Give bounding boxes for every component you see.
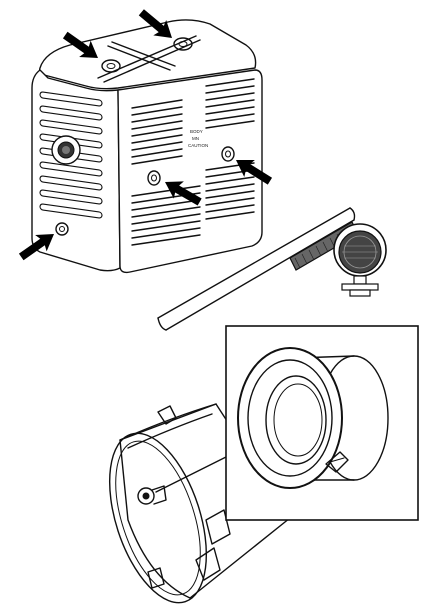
arrow-icon [18, 234, 54, 261]
left-lower-hole [55, 222, 69, 236]
tube-fitting [137, 485, 167, 505]
right-face-hole-right [221, 146, 235, 162]
right-vent-slots-left [131, 99, 183, 165]
zoom-inset-icon [225, 325, 419, 521]
arrow-icon [165, 181, 202, 206]
housing-right-face [117, 69, 263, 274]
body-text-line-1: BODY [190, 129, 203, 134]
arrow-icon [62, 31, 98, 58]
top-hole-right [173, 37, 193, 51]
arrow-icon [236, 159, 273, 185]
arrow-icon [18, 9, 273, 261]
inset-screw [325, 451, 349, 473]
heater-housing: BODY MN CAUTION [31, 19, 263, 274]
right-vent-slots-lower [131, 162, 255, 246]
top-hole-left [101, 59, 121, 73]
right-vent-slots-right [205, 78, 255, 129]
body-text-line-3: CAUTION [188, 143, 208, 148]
igniter-knob [51, 135, 81, 165]
housing-top-face [38, 19, 257, 90]
arrow-icon [138, 9, 172, 38]
burner-tube [108, 403, 291, 604]
right-face-hole-center [147, 170, 161, 186]
burner-head [333, 223, 387, 297]
body-text-line-2: MN [192, 136, 199, 141]
body-lettering: BODY MN CAUTION [188, 129, 208, 148]
inset-leader-line [155, 451, 237, 493]
